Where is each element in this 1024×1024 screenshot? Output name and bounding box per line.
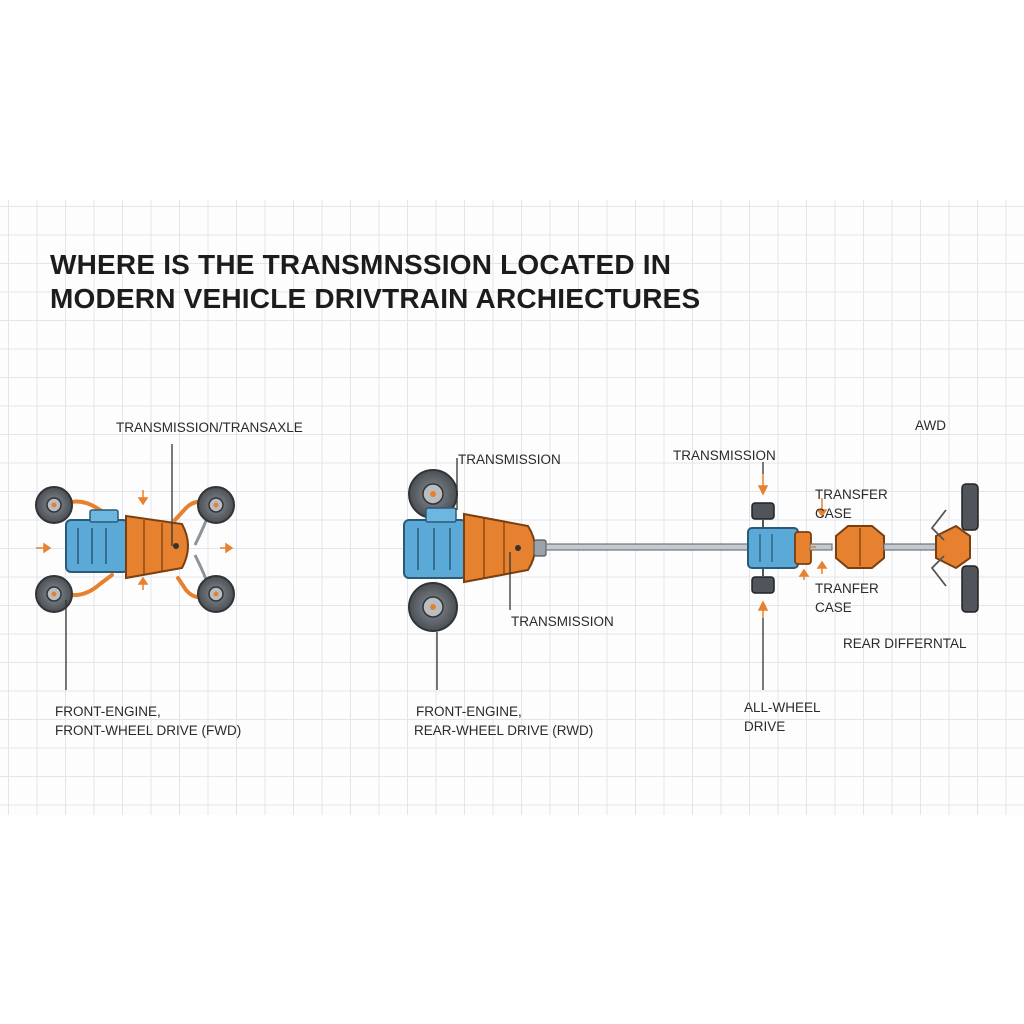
- rwd-transmission: [463, 512, 547, 584]
- fwd-label-transmission-transaxle: TRANSMISSION/TRANSAXLE: [116, 420, 303, 435]
- rwd-caption-line-2: REAR-WHEEL DRIVE (RWD): [414, 723, 594, 738]
- awd-transfer-case-2-line-1: TRANFER: [815, 581, 879, 596]
- rwd-caption-line-1: FRONT-ENGINE,: [416, 704, 522, 719]
- fwd-wheel-rear-right: [197, 575, 235, 613]
- awd-rear-differential: [935, 524, 971, 570]
- awd-caption-line-1: ALL-WHEEL: [744, 700, 821, 715]
- awd-center-diff: [835, 525, 885, 569]
- rwd-label-transmission-bottom: TRANSMISSION: [511, 614, 614, 629]
- awd-caption: ALL-WHEEL DRIVE: [744, 698, 821, 736]
- awd-label-transfer-case-1: TRANSFER CASE: [815, 485, 888, 523]
- awd-rear-suspension: [930, 509, 947, 587]
- fwd-leader-lines: [65, 444, 173, 690]
- awd-badge: AWD: [915, 418, 946, 433]
- awd-rear-wheels: [961, 483, 979, 613]
- title-line-2: MODERN VEHICLE DRIVTRAIN ARCHIECTURES: [50, 283, 701, 314]
- awd-front-diff: [747, 527, 799, 569]
- awd-label-transfer-case-2: TRANFER CASE: [815, 579, 879, 617]
- awd-layout: [747, 462, 979, 690]
- rwd-caption: FRONT-ENGINE, REAR-WHEEL DRIVE (RWD): [414, 702, 593, 740]
- awd-label-rear-differential: REAR DIFFERNTAL: [843, 636, 967, 651]
- rwd-wheel-rear: [408, 582, 458, 632]
- fwd-caption-line-2: FRONT-WHEEL DRIVE (FWD): [55, 723, 242, 738]
- awd-caption-line-2: DRIVE: [744, 719, 786, 734]
- fwd-wheel-front-right: [197, 486, 235, 524]
- fwd-engine: [65, 509, 129, 573]
- awd-transfer-case-2-line-2: CASE: [815, 600, 852, 615]
- awd-transfer-case-1-line-2: CASE: [815, 506, 852, 521]
- title-line-1: WHERE IS THE TRANSMNSSION LOCATED IN: [50, 249, 672, 280]
- rwd-leader-lines: [436, 458, 511, 690]
- fwd-caption: FRONT-ENGINE, FRONT-WHEEL DRIVE (FWD): [55, 702, 241, 740]
- awd-label-transmission: TRANSMISSION: [673, 448, 776, 463]
- fwd-wheel-rear-left: [35, 575, 73, 613]
- fwd-wheel-front-left: [35, 486, 73, 524]
- fwd-caption-line-1: FRONT-ENGINE,: [55, 704, 161, 719]
- rwd-engine: [403, 507, 467, 579]
- fwd-transaxle: [125, 514, 189, 580]
- fwd-layout: [35, 444, 235, 690]
- page-title: WHERE IS THE TRANSMNSSION LOCATED IN MOD…: [50, 248, 700, 316]
- awd-arrows: [757, 474, 828, 618]
- rwd-label-transmission-top: TRANSMISSION: [458, 452, 561, 467]
- grid-background: [0, 200, 1024, 815]
- rwd-layout: [403, 458, 547, 690]
- rwd-wheel-front: [408, 469, 458, 519]
- driveshaft: [545, 543, 753, 551]
- awd-transfer-case-1-line-1: TRANSFER: [815, 487, 888, 502]
- awd-rear-shaft: [883, 543, 937, 551]
- fwd-force-arrows: [36, 490, 234, 590]
- awd-transfer-case: [794, 531, 812, 565]
